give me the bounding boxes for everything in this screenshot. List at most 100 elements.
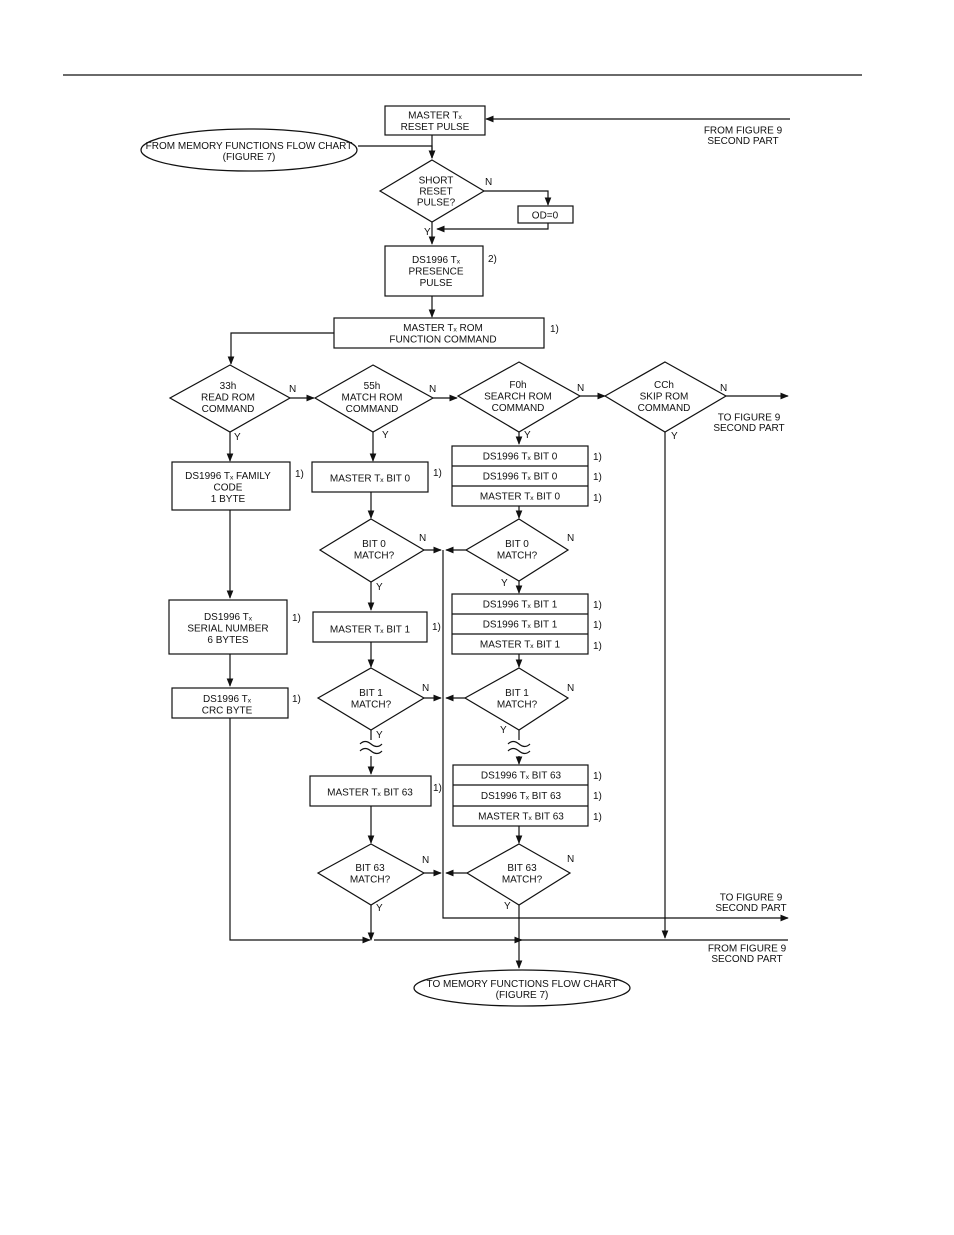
branch-labels: N Y N N N N Y Y Y Y N N Y Y N N Y Y N N …	[234, 177, 727, 914]
note-two: 2)	[488, 254, 497, 265]
to-memory-terminator: TO MEMORY FUNCTIONS FLOW CHART(FIGURE 7)	[413, 969, 631, 1007]
note-one: 1)	[550, 324, 559, 335]
node-text: FROM MEMORY FUNCTIONS FLOW CHART(FIGURE …	[146, 141, 353, 163]
master-bit1-box: MASTER Tₓ BIT 1	[312, 611, 428, 643]
note-one: 1)	[433, 468, 442, 479]
note-one: 1)	[593, 600, 602, 611]
yes-label: Y	[500, 725, 507, 736]
yes-label: Y	[376, 582, 383, 593]
note-one: 1)	[593, 812, 602, 823]
master-bit63-box: MASTER Tₓ BIT 63	[309, 775, 432, 807]
no-label: N	[567, 533, 574, 544]
note-one: 1)	[292, 613, 301, 624]
yes-label: Y	[376, 903, 383, 914]
note-one: 1)	[432, 622, 441, 633]
note-one: 1)	[292, 694, 301, 705]
yes-label: Y	[671, 431, 678, 442]
note-one: 1)	[593, 493, 602, 504]
yes-label: Y	[504, 901, 511, 912]
yes-label: Y	[501, 578, 508, 589]
no-label: N	[720, 383, 727, 394]
note-one: 1)	[295, 469, 304, 480]
yes-label: Y	[376, 730, 383, 741]
od0-box: OD=0	[517, 205, 574, 224]
node-text: MASTER Tₓ BIT 1	[330, 625, 411, 636]
footnote-markers: 2) 1) 1) 1) 1) 1) 1) 1) 1) 1) 1) 1) 1) 1…	[292, 254, 602, 823]
note-one: 1)	[593, 791, 602, 802]
yes-label: Y	[234, 432, 241, 443]
break-mark-icon	[359, 740, 531, 755]
node-text: MASTER Tₓ BIT 63	[327, 788, 413, 799]
yes-label: Y	[382, 430, 389, 441]
no-label: N	[429, 384, 436, 395]
node-text: MASTER Tₓ BIT 0	[330, 474, 411, 485]
master-bit0-box: MASTER Tₓ BIT 0	[311, 461, 429, 493]
connector-lines	[226, 115, 790, 969]
node-text: OD=0	[532, 211, 559, 222]
note-one: 1)	[593, 452, 602, 463]
no-label: N	[567, 683, 574, 694]
from-memory-terminator: FROM MEMORY FUNCTIONS FLOW CHART(FIGURE …	[140, 128, 358, 172]
yes-label: Y	[424, 227, 431, 238]
no-label: N	[419, 533, 426, 544]
note-one: 1)	[433, 783, 442, 794]
node-text: TO MEMORY FUNCTIONS FLOW CHART(FIGURE 7)	[427, 979, 618, 1001]
no-label: N	[485, 177, 492, 188]
note-one: 1)	[593, 641, 602, 652]
no-label: N	[289, 384, 296, 395]
no-label: N	[567, 854, 574, 865]
no-label: N	[422, 855, 429, 866]
note-one: 1)	[593, 620, 602, 631]
yes-label: Y	[524, 430, 531, 441]
no-label: N	[422, 683, 429, 694]
note-one: 1)	[593, 472, 602, 483]
note-one: 1)	[593, 771, 602, 782]
no-label: N	[577, 383, 584, 394]
